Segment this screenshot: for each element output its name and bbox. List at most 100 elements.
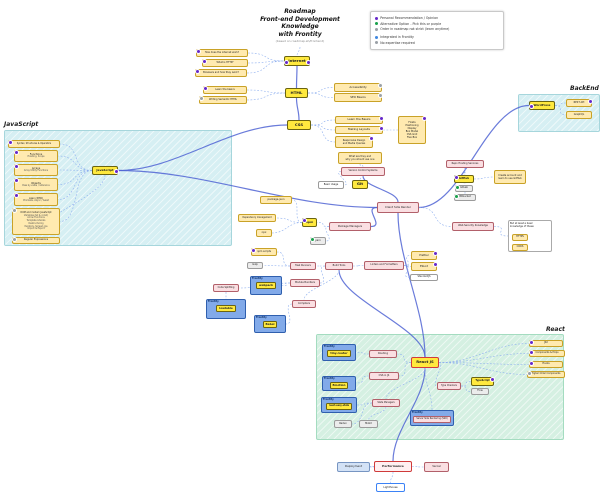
node-https[interactable]: HTTPS [512,234,528,241]
node-learn-the-basics-html[interactable]: Learn the basics [202,85,247,94]
frontity-react-easy-state-group-inner-node[interactable]: react-easy-state [325,402,353,410]
node-making-layouts[interactable]: Making Layouts [335,125,384,134]
node-standardjs[interactable]: StandardJS [410,274,438,281]
node-vercel[interactable]: Vercel [424,462,449,472]
node-linters-and-formatters[interactable]: Linters and Formatters [364,261,404,270]
node-javascript[interactable]: JavaScript [92,166,119,175]
frontity-babel-group-inner-node[interactable]: Babel [262,320,278,329]
node-css-in-js[interactable]: CSS in JS [369,372,399,380]
node-code-splitting[interactable]: Code Splitting [213,284,239,292]
node-components-and-props[interactable]: Components & Props [528,349,565,357]
node-html[interactable]: HTML [285,88,308,98]
node-yarn[interactable]: yarn [309,236,326,245]
node-js-ajax[interactable]: Ajax (XHR)Promises, Async / Await [13,192,58,206]
node-learn-the-basics-css[interactable]: Learn the Basics [335,115,384,124]
node-module-bundlers[interactable]: Module Bundlers [290,279,320,287]
node-js-regular-expressions[interactable]: Regular Expressions [11,236,60,244]
node-how-does-internet-work[interactable]: How does the internet work? [195,48,248,57]
node-higher-order-components[interactable]: Higher Order Components [526,370,565,378]
node-npm-scripts[interactable]: npm scripts [250,247,277,256]
frontity-loadable-group-inner-node[interactable]: loadable [216,304,236,313]
node-wordpress[interactable]: WordPress [528,101,555,110]
node-client-side-render[interactable]: Client Side Render [377,202,419,213]
node-react-js[interactable]: React JS [411,357,439,368]
node-performance[interactable]: Performance [374,461,412,472]
purple-dot-icon [368,135,374,141]
node-gulp[interactable]: Gulp [247,262,263,269]
node-writing-semantic-html[interactable]: Writing Semantic HTML [198,95,247,104]
node-lighthouse[interactable]: Lighthouse [376,483,405,492]
node-flow[interactable]: Flow [471,388,489,395]
node-github[interactable]: GitHub [453,174,474,183]
node-dependency-management[interactable]: Dependency management [238,214,276,222]
frontity-emotion-group-inner-node[interactable]: Emotion [329,381,349,390]
node-label: WordPress [533,102,551,107]
node-basic-usage[interactable]: Basic Usage [318,181,344,189]
node-line: and Media Queries [342,142,366,145]
purple-dot-icon [13,177,19,183]
node-deployment[interactable]: Deployment [337,462,370,472]
node-jsx[interactable]: JSX [528,339,563,347]
purple-dot-icon [13,149,19,155]
node-package-managers[interactable]: Package Managers [329,222,371,231]
node-subtext: Iterators, Spread ops [24,224,48,228]
title-line: Front-end Development [260,15,340,23]
frontity-tiny-router-group-inner-node[interactable]: tiny-router [327,349,351,358]
node-label: Higher Order Components [531,372,561,376]
frontity-ssr-group-inner-node[interactable]: Server Side Rendering (SSR) [413,415,451,423]
node-repo-hosting-services[interactable]: Repo Hosting Services [446,160,484,168]
node-gitlab[interactable]: GitLab [454,184,473,192]
node-accessibility[interactable]: Accessibility [334,82,383,92]
node-redux[interactable]: Redux [334,420,352,428]
node-what-is-http[interactable]: What is HTTP? [201,58,248,67]
node-browsers[interactable]: Browsers and how they work? [194,68,247,77]
node-label: Vercel [432,464,441,469]
node-version-control-systems[interactable]: Version Control Systems [341,167,385,176]
purple-dot-icon [528,360,534,366]
node-npx[interactable]: npx [256,229,272,237]
node-package-json[interactable]: package.json [260,196,292,204]
node-bitbucket[interactable]: Bitbucket [453,193,476,201]
node-label: Objects [31,181,41,185]
node-hooks[interactable]: Hooks [528,360,563,368]
node-type-checkers[interactable]: Type Checkers [437,382,461,390]
node-typescript[interactable]: TypeScript [471,376,495,386]
node-css[interactable]: CSS [287,120,311,130]
node-js-syntax[interactable]: Syntax, Structures & Operators [7,139,60,148]
node-routing[interactable]: Routing [369,350,397,358]
node-cors[interactable]: CORS [512,244,528,251]
node-label: Flow [477,389,483,393]
purple-dot-icon [587,98,593,104]
node-rest-api[interactable]: REST API [566,98,593,107]
node-internet[interactable]: Internet [283,56,311,66]
node-eslint[interactable]: ESLint [411,261,438,271]
node-npm[interactable]: npm [301,217,317,227]
node-task-runners[interactable]: Task Runners [290,262,316,270]
node-git[interactable]: Git [352,180,368,189]
node-state-managers[interactable]: State Managers [372,399,400,407]
node-mobx[interactable]: MobX [359,420,378,428]
node-web-security-knowledge[interactable]: Web Security Knowledge [452,222,494,231]
node-seo-basics[interactable]: SEO Basics [334,92,383,102]
node-compilers[interactable]: Compilers [292,300,316,308]
frontity-webpack-group-inner-node[interactable]: webpack [256,281,276,290]
node-prettier[interactable]: Prettier [411,250,438,260]
purple-dot-icon [202,85,208,91]
node-graphql[interactable]: GraphQL [566,111,592,119]
node-build-tools[interactable]: Build Tools [325,262,353,270]
